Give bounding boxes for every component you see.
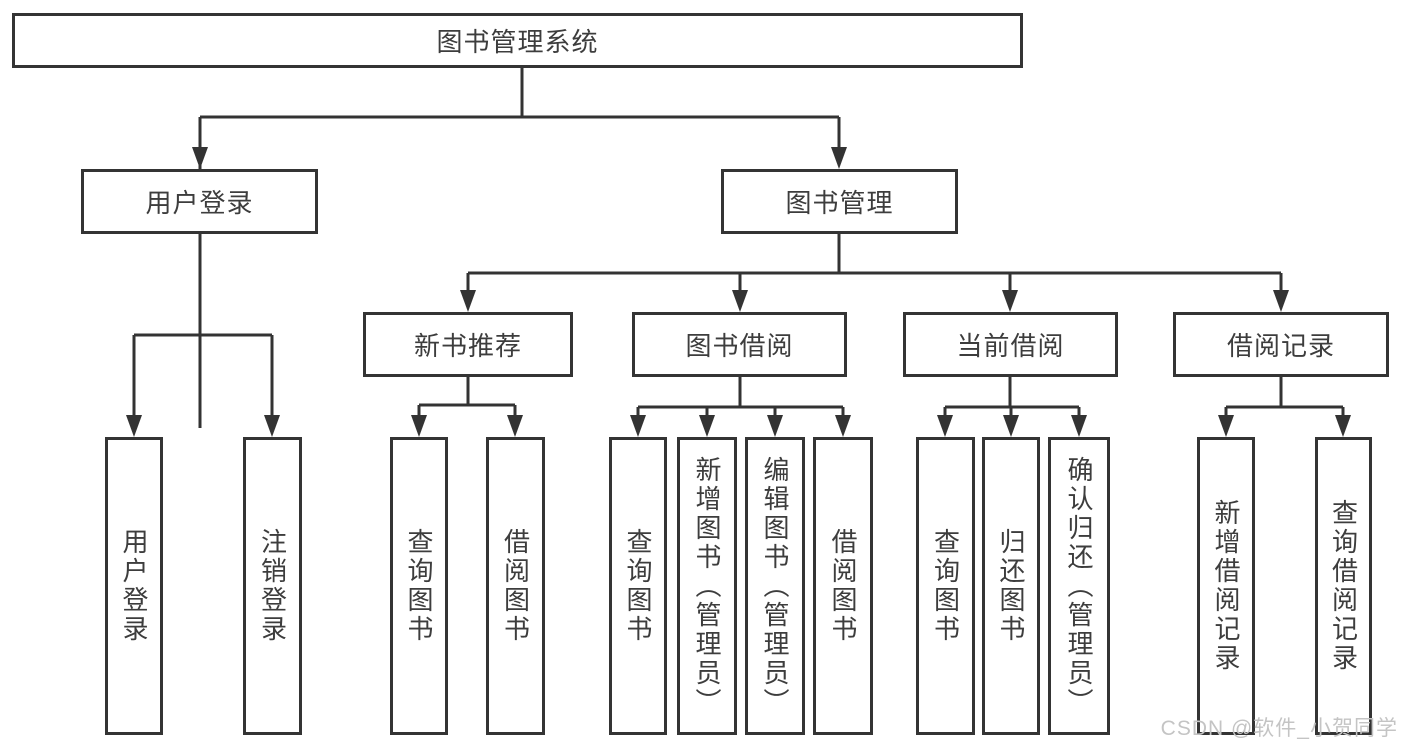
arrowheads	[126, 147, 1351, 437]
leaf-user-login: 用户登录	[105, 437, 163, 735]
leaf-query-book-3: 查询图书	[916, 437, 975, 735]
leaf-logout: 注销登录	[243, 437, 302, 735]
node-book-management: 图书管理	[721, 169, 958, 234]
node-label: 确认归还（管理员）	[1064, 455, 1094, 717]
node-current-borrow: 当前借阅	[903, 312, 1118, 377]
node-label: 查询借阅记录	[1328, 499, 1359, 673]
connector-borrow-record-branch	[1224, 377, 1345, 430]
node-root-system: 图书管理系统	[12, 13, 1023, 68]
leaf-add-book-admin: 新增图书（管理员）	[677, 437, 737, 735]
node-label: 查询图书	[623, 528, 653, 644]
node-label: 新增借阅记录	[1211, 499, 1241, 673]
leaf-query-borrow-record: 查询借阅记录	[1315, 437, 1372, 735]
connector-user-login-branch	[132, 234, 274, 430]
node-label: 图书借阅	[685, 331, 794, 361]
node-label: 借阅记录	[1226, 331, 1335, 361]
node-label: 新书推荐	[413, 331, 522, 361]
node-label: 查询图书	[404, 528, 434, 644]
node-label: 图书管理	[785, 188, 894, 218]
node-label: 注销登录	[257, 528, 288, 644]
node-label: 用户登录	[145, 188, 254, 218]
node-new-book-recommend: 新书推荐	[363, 312, 573, 377]
node-label: 编辑图书（管理员）	[760, 455, 790, 717]
leaf-borrow-book-2: 借阅图书	[813, 437, 873, 735]
node-label: 归还图书	[996, 528, 1026, 644]
connector-book-mgmt-branch	[466, 234, 1283, 307]
leaf-query-book-1: 查询图书	[390, 437, 448, 735]
leaf-return-book: 归还图书	[982, 437, 1040, 735]
node-label: 当前借阅	[956, 331, 1065, 361]
node-label: 新增图书（管理员）	[692, 455, 722, 717]
connector-root-branch	[198, 68, 841, 164]
leaf-edit-book-admin: 编辑图书（管理员）	[745, 437, 805, 735]
connector-new-book-branch	[417, 377, 517, 430]
node-book-borrow: 图书借阅	[632, 312, 847, 377]
node-label: 用户登录	[119, 528, 149, 644]
leaf-confirm-return-admin: 确认归还（管理员）	[1048, 437, 1110, 735]
csdn-watermark: CSDN @软件_小贺同学	[1160, 717, 1398, 740]
node-borrow-record: 借阅记录	[1173, 312, 1389, 377]
node-label: 查询图书	[930, 528, 961, 644]
leaf-query-book-2: 查询图书	[609, 437, 667, 735]
connector-book-borrow-branch	[636, 377, 845, 430]
node-label: 借阅图书	[500, 528, 531, 644]
node-label: 借阅图书	[828, 528, 858, 644]
node-label: 图书管理系统	[436, 27, 599, 57]
leaf-borrow-book-1: 借阅图书	[486, 437, 545, 735]
leaf-add-borrow-record: 新增借阅记录	[1197, 437, 1255, 735]
node-user-login: 用户登录	[81, 169, 318, 234]
